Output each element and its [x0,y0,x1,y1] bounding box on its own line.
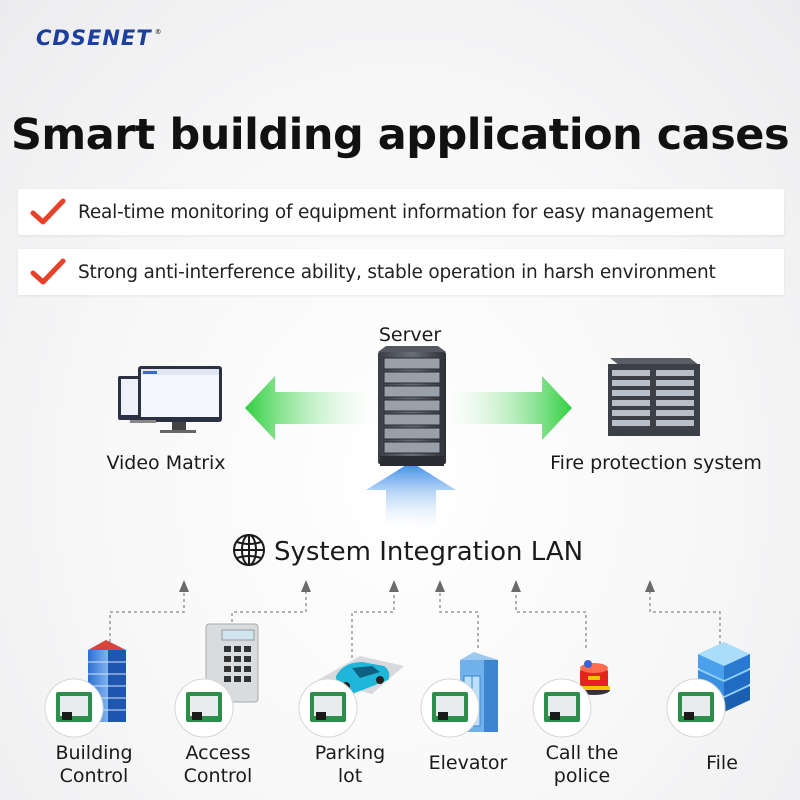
device-label: Elevator [428,752,508,774]
server-label: Server [378,324,442,346]
device-label: File [706,752,738,774]
globe-icon [232,533,266,572]
rf-module-icon [420,678,480,738]
brand-logo: CDSENET® [36,26,163,50]
check-icon [18,258,78,286]
feature-text: Real-time monitoring of equipment inform… [78,201,713,223]
rf-module-icon [174,678,234,738]
rf-module-icon [298,678,358,738]
module-circles [44,678,726,738]
page-title: Smart building application cases [10,110,790,160]
feature-text: Strong anti-interference ability, stable… [78,261,716,283]
lan-label: System Integration LAN [274,537,584,567]
arrow-up-icon [366,462,456,528]
monitor-icon [118,366,222,433]
video-matrix-label: Video Matrix [106,452,226,474]
server-rack-icon [378,346,446,466]
arrow-left-icon [245,376,375,440]
rf-module-icon [666,678,726,738]
check-icon [18,198,78,226]
arrow-right-icon [445,376,572,440]
keypad-lock-icon [205,623,259,703]
rf-module-icon [532,678,592,738]
server-cabinet-icon [608,358,700,436]
feature-row: Strong anti-interference ability, stable… [18,249,784,295]
rf-module-icon [44,678,104,738]
lan-banner: System Integration LAN [232,533,584,572]
fire-protection-label: Fire protection system [550,452,762,474]
alarm-light-icon [578,660,610,695]
connector-lines [109,590,721,676]
connector-arrowheads [179,580,655,592]
feature-row: Real-time monitoring of equipment inform… [18,189,784,235]
